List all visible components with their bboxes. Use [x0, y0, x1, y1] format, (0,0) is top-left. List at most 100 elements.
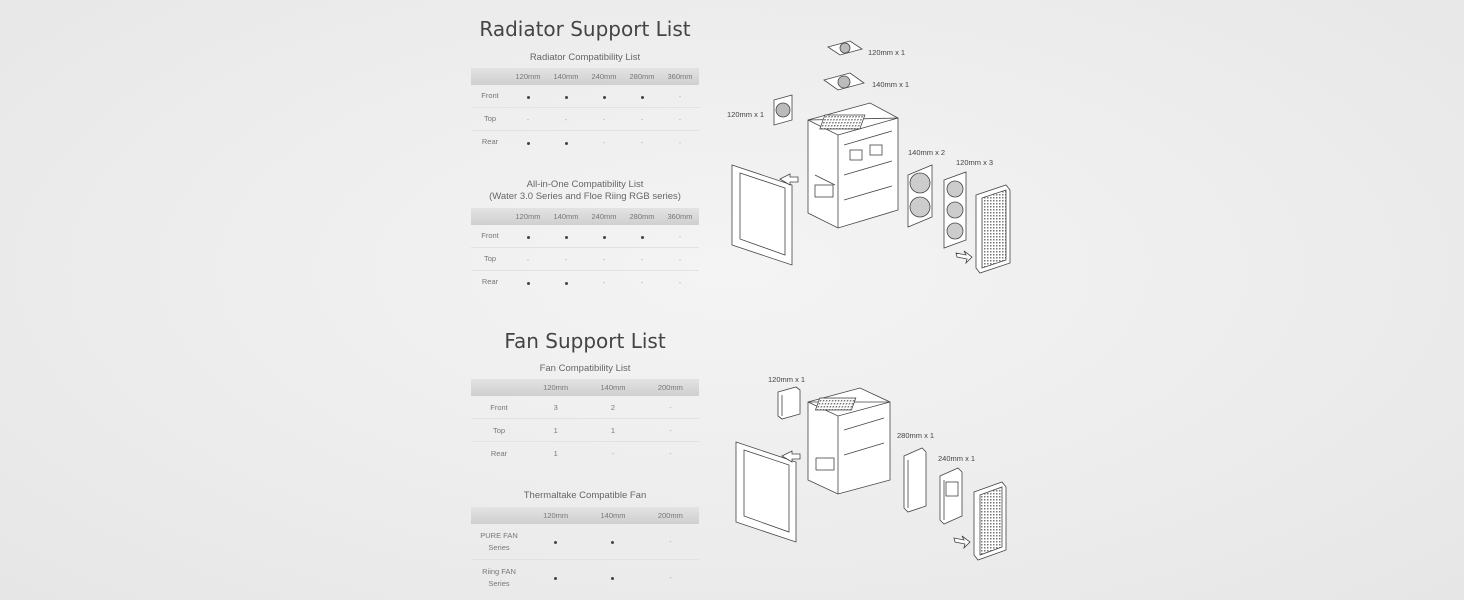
row-label: PURE FAN Series — [471, 524, 527, 560]
row-label-line2: Series — [488, 542, 510, 552]
fan-compat-caption: Fan Compatibility List — [539, 363, 631, 374]
row-label: Top — [471, 107, 509, 131]
row-label-line1: Riing FAN — [482, 566, 516, 576]
row-label: Top — [471, 247, 509, 271]
row-label-line1: PURE FAN — [480, 530, 518, 540]
unsupported-dash: - — [526, 114, 530, 124]
unsupported-dash: - — [602, 114, 606, 124]
table-cell: - — [661, 85, 699, 108]
aio-caption-line2: (Water 3.0 Series and Floe Riing RGB ser… — [489, 191, 681, 202]
unsupported-dash: - — [678, 91, 682, 101]
table-cell: - — [547, 107, 585, 131]
row-label-header — [471, 379, 527, 396]
column-header: 140mm — [553, 212, 579, 221]
table-cell — [584, 524, 642, 560]
table-cell — [585, 85, 623, 108]
table-row: Top 1 1 - — [471, 418, 699, 442]
radiator-compat-table: 120mm 140mm 240mm 280mm 360mm Front - To… — [471, 68, 699, 153]
table-cell: - — [642, 560, 699, 596]
table-header-row: 120mm 140mm 240mm 280mm 360mm — [471, 208, 699, 225]
side-panel-illustration — [731, 164, 793, 266]
supported-dot-icon — [602, 235, 606, 239]
table-cell — [623, 85, 661, 108]
table-cell — [509, 131, 547, 154]
front-mesh-panel-illustration — [973, 481, 1007, 561]
front-radiator-280-illustration — [903, 447, 927, 513]
diagram-label: 120mm x 1 — [727, 110, 764, 119]
table-row: Front - — [471, 85, 699, 108]
supported-dot-icon — [640, 235, 644, 239]
case-illustration — [807, 387, 891, 495]
table-cell: - — [509, 107, 547, 131]
supported-dot-icon — [526, 281, 530, 285]
supported-dot-icon — [564, 281, 568, 285]
table-row: Rear 1 - - — [471, 442, 699, 465]
unsupported-dash: - — [602, 137, 606, 147]
table-cell: - — [623, 271, 661, 294]
aio-caption-line1: All-in-One Compatibility List — [526, 179, 644, 190]
table-cell: - — [661, 131, 699, 154]
unsupported-dash: - — [678, 137, 682, 147]
table-cell — [585, 225, 623, 248]
table-cell: - — [623, 107, 661, 131]
table-cell — [547, 225, 585, 248]
column-header: 280mm — [629, 72, 655, 81]
column-header: 200mm — [657, 383, 683, 392]
aio-compat-caption: All-in-One Compatibility List (Water 3.0… — [471, 179, 699, 203]
table-header-row: 120mm 140mm 200mm — [471, 379, 699, 396]
fan-compat-table: 120mm 140mm 200mm Front 3 2 - Top 1 1 - … — [471, 379, 699, 464]
table-cell: - — [509, 247, 547, 271]
table-row: Front 3 2 - — [471, 396, 699, 419]
table-row: Front - — [471, 225, 699, 248]
unsupported-dash: - — [611, 448, 615, 458]
diagram-label: 140mm x 1 — [872, 80, 909, 89]
table-cell: - — [661, 271, 699, 294]
column-header: 360mm — [667, 212, 693, 221]
front-fan-120-illustration — [943, 171, 967, 249]
unsupported-dash: - — [678, 231, 682, 241]
table-cell: 2 — [584, 396, 642, 419]
row-label: Front — [471, 225, 509, 248]
column-header: 140mm — [600, 511, 626, 520]
front-radiator-240-illustration — [939, 467, 963, 525]
unsupported-dash: - — [564, 254, 568, 264]
table-cell: - — [584, 442, 641, 465]
table-cell: - — [661, 247, 699, 271]
table-row: Top - - - - - — [471, 107, 699, 131]
table-cell: - — [642, 442, 699, 465]
unsupported-dash: - — [678, 277, 682, 287]
tt-fan-caption: Thermaltake Compatible Fan — [523, 490, 647, 501]
table-cell — [547, 131, 585, 154]
tt-fan-table: 120mm 140mm 200mm PURE FAN Series - Riin… — [471, 507, 699, 595]
fan-exploded-diagram: 120mm x 1 280mm x 1 240mm x 1 — [735, 375, 1007, 561]
rear-fan-illustration — [773, 94, 793, 126]
row-label: Front — [471, 85, 509, 108]
row-label: Riing FAN Series — [471, 560, 527, 596]
column-header: 140mm — [553, 72, 579, 81]
table-row: Riing FAN Series - — [471, 560, 699, 596]
table-row: Rear - - - — [471, 131, 699, 154]
radiator-section-title: Radiator Support List — [479, 17, 691, 41]
diagram-label: 120mm x 1 — [768, 375, 805, 384]
row-label-header — [471, 507, 527, 524]
unsupported-dash: - — [669, 537, 672, 546]
diagram-label: 140mm x 2 — [908, 148, 945, 157]
diagram-label: 280mm x 1 — [897, 431, 934, 440]
unsupported-dash: - — [526, 254, 530, 264]
column-header: 120mm — [515, 212, 541, 221]
supported-dot-icon — [611, 541, 615, 544]
table-cell — [527, 524, 585, 560]
unsupported-dash: - — [640, 137, 644, 147]
unsupported-dash: - — [640, 277, 644, 287]
row-label-line2: Series — [488, 578, 510, 588]
supported-dot-icon — [564, 95, 568, 99]
radiator-compat-caption: Radiator Compatibility List — [529, 52, 641, 63]
column-header: 120mm — [543, 511, 569, 520]
column-header: 240mm — [591, 72, 617, 81]
row-label-header — [471, 68, 509, 85]
table-cell — [584, 560, 641, 596]
supported-dot-icon — [602, 95, 606, 99]
table-cell: - — [585, 271, 623, 294]
table-cell: - — [641, 524, 699, 560]
fan-section-title: Fan Support List — [504, 329, 666, 353]
